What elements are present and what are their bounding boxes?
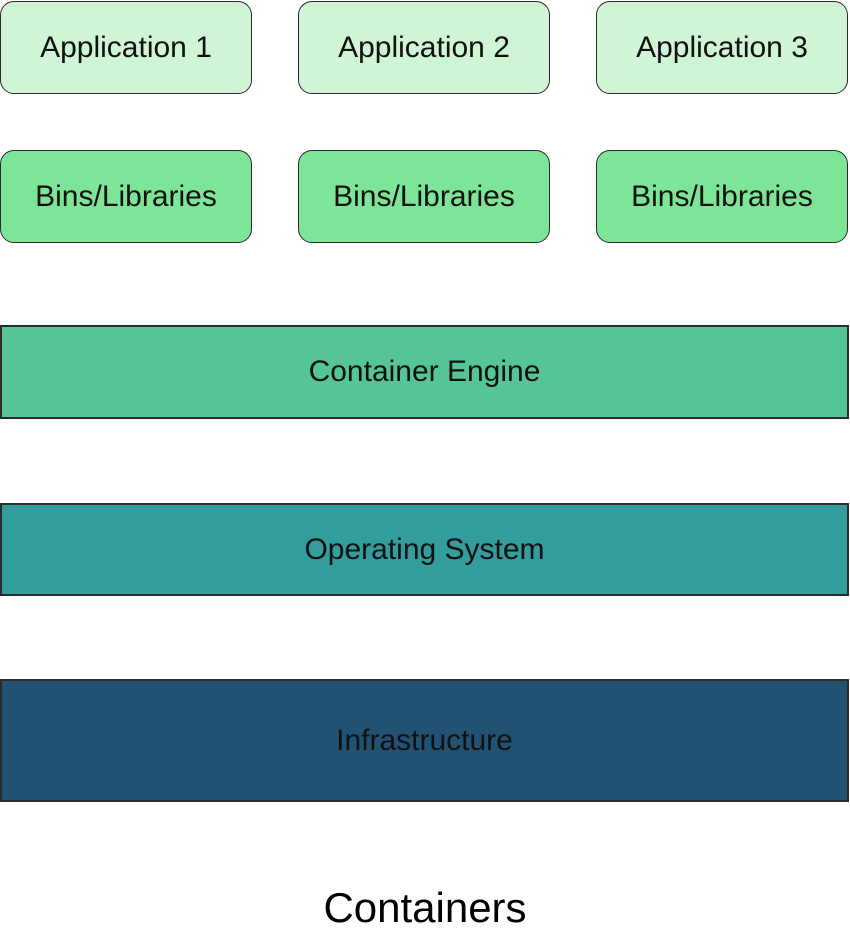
container-engine-layer: Container Engine [0,325,849,419]
libraries-box-2: Bins/Libraries [298,150,550,243]
libraries-label: Bins/Libraries [35,179,217,213]
application-box-2: Application 2 [298,1,550,94]
application-label: Application 2 [338,30,510,64]
libraries-box-3: Bins/Libraries [596,150,848,243]
application-box-3: Application 3 [596,1,848,94]
operating-system-label: Operating System [304,532,545,566]
application-box-1: Application 1 [0,1,252,94]
application-label: Application 3 [636,30,808,64]
libraries-label: Bins/Libraries [631,179,813,213]
diagram-caption: Containers [323,884,527,931]
infrastructure-label: Infrastructure [336,723,513,757]
operating-system-layer: Operating System [0,503,849,596]
libraries-box-1: Bins/Libraries [0,150,252,243]
application-label: Application 1 [40,30,212,64]
container-engine-label: Container Engine [308,355,541,388]
libraries-label: Bins/Libraries [333,179,515,213]
infrastructure-layer: Infrastructure [0,679,849,802]
